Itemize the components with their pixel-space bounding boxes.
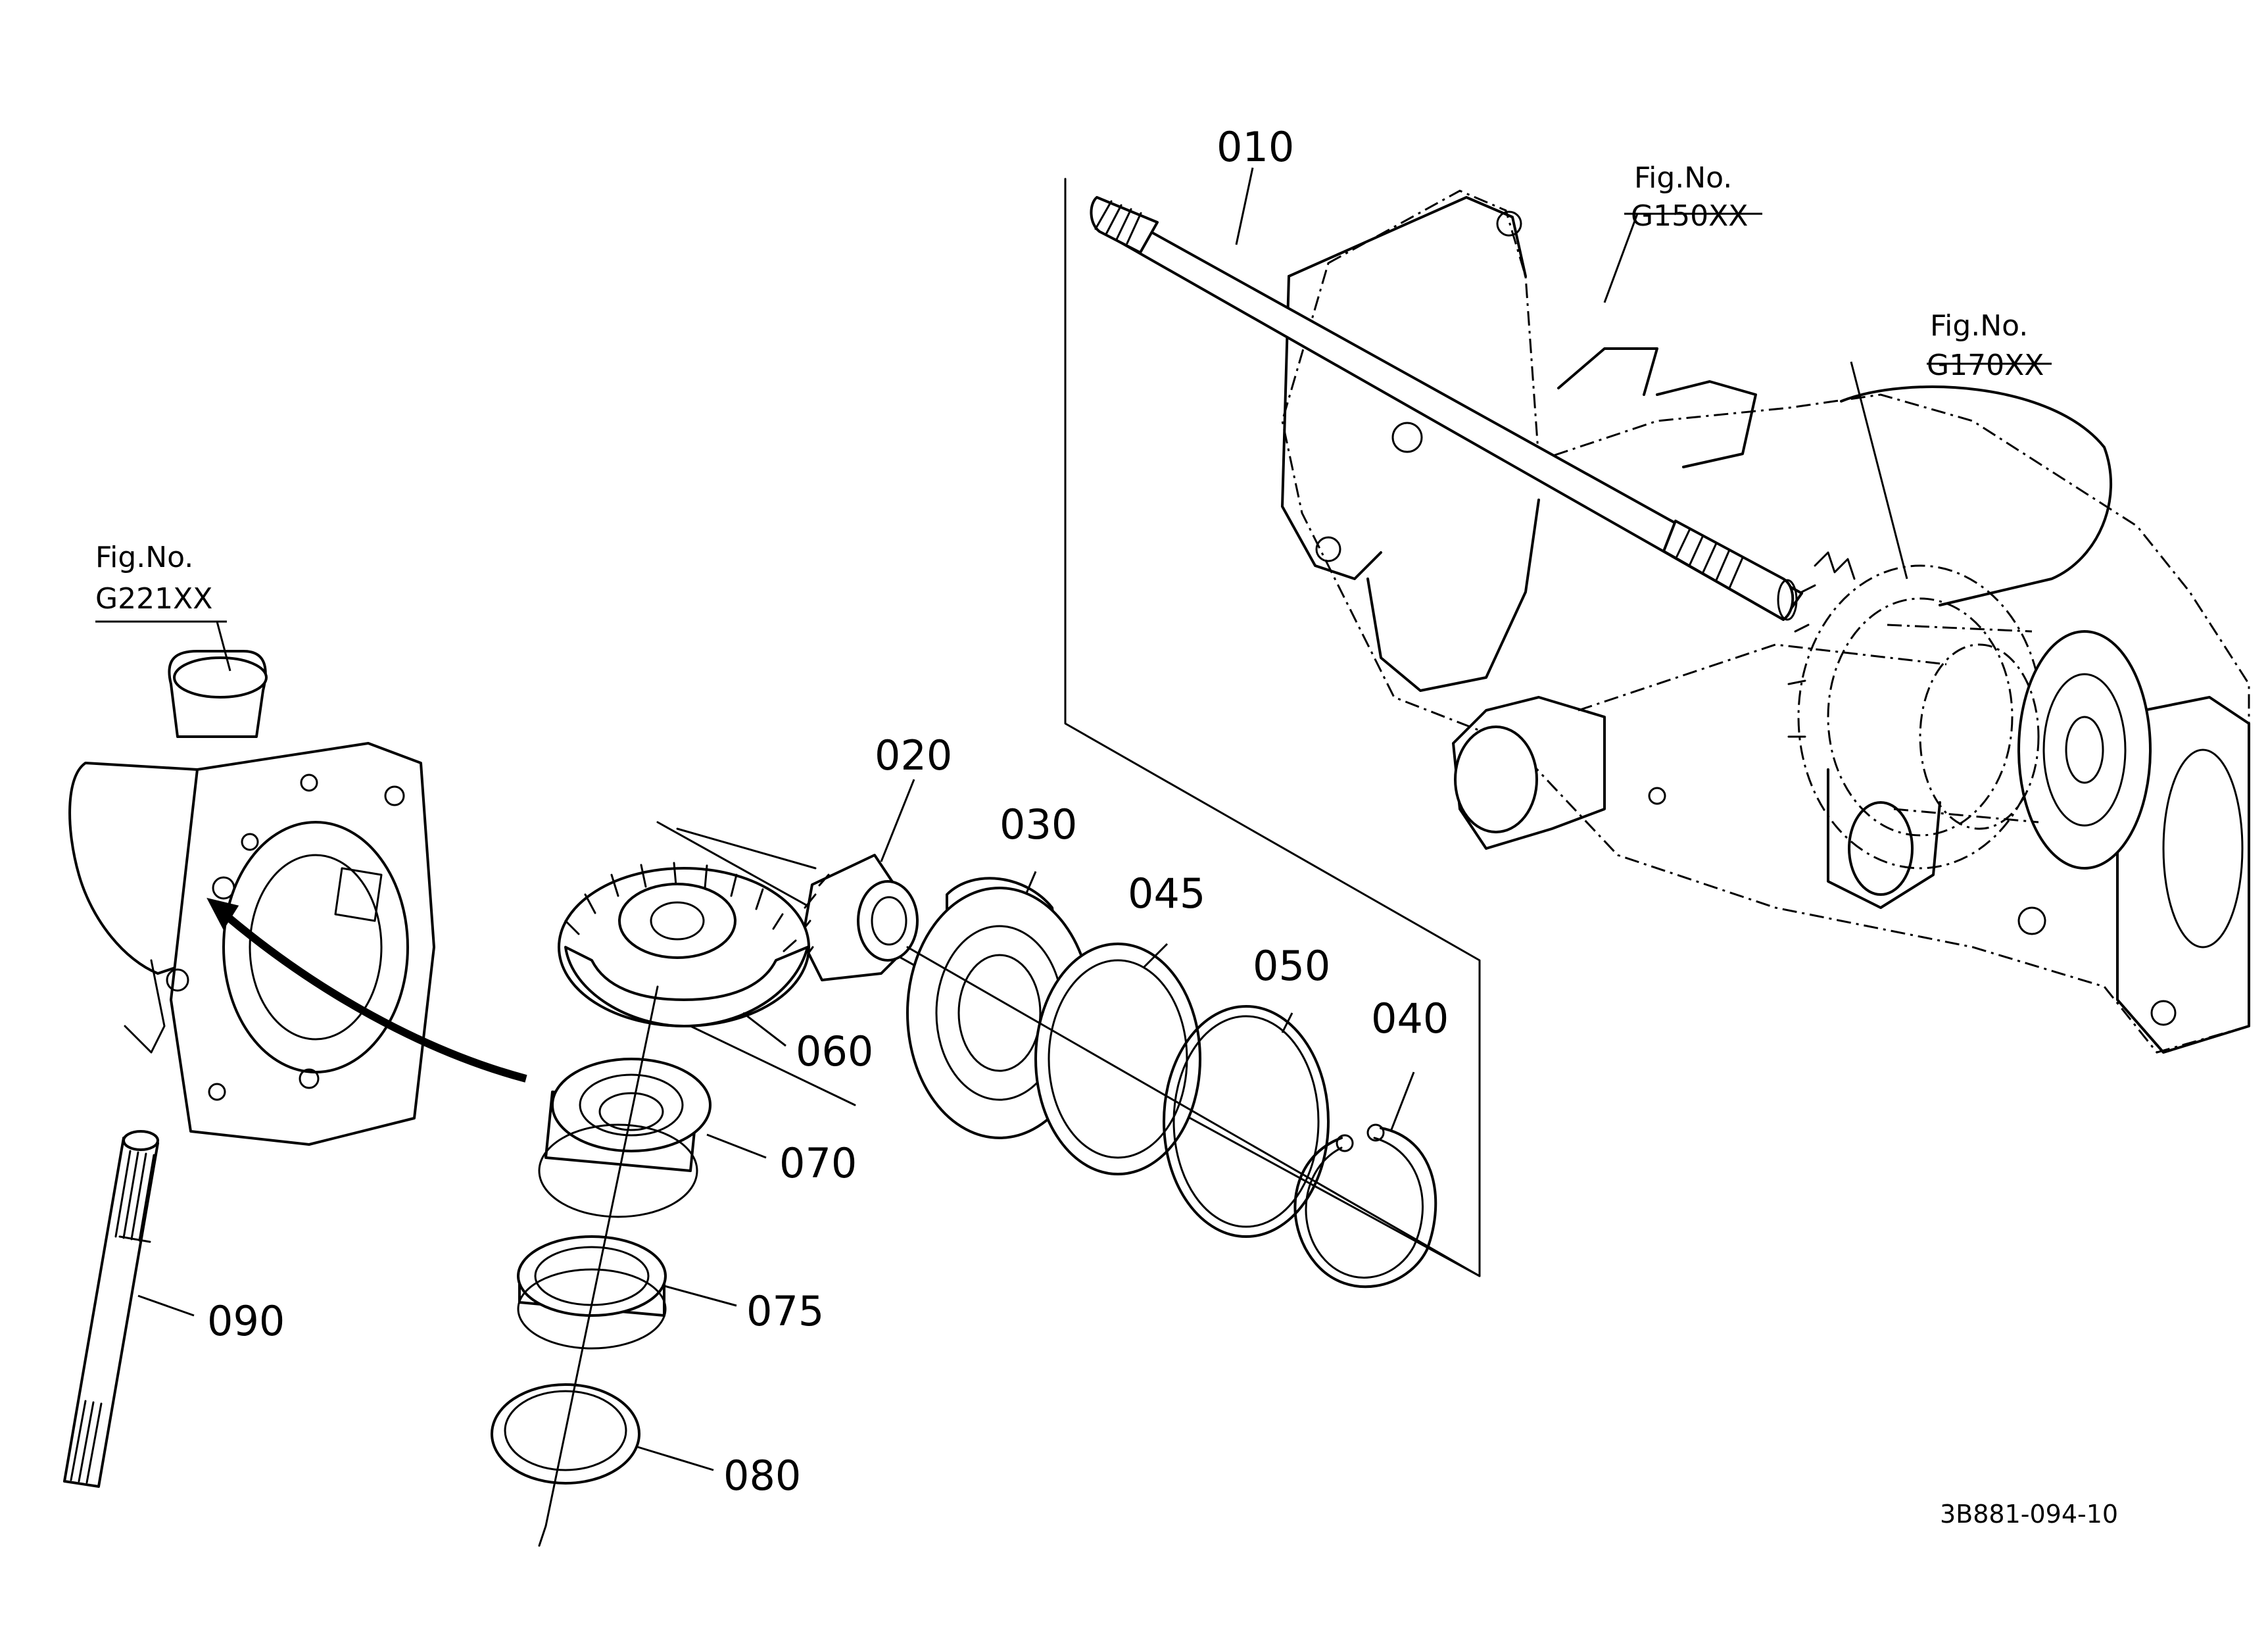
fig-ref-prefix: Fig.No. xyxy=(95,541,193,574)
transmission-housing xyxy=(1281,189,2250,1054)
callout-060: 060 xyxy=(796,1027,873,1075)
callout-050: 050 xyxy=(1253,942,1330,990)
part-010-shaft xyxy=(1090,196,1803,621)
callout-075: 075 xyxy=(746,1287,824,1335)
callout-090: 090 xyxy=(207,1297,285,1345)
assembly-axes xyxy=(206,827,1481,1547)
callout-070: 070 xyxy=(779,1139,857,1187)
differential-assembly xyxy=(1787,551,2152,870)
fig-ref-prefix: Fig.No. xyxy=(1634,161,1732,195)
fig-ref-code: G170XX xyxy=(1927,349,2044,382)
callout-labels: 010 020 030 045 050 040 060 070 075 080 … xyxy=(207,123,1449,1500)
gear-case xyxy=(68,650,435,1146)
callout-030: 030 xyxy=(1000,800,1077,848)
fig-ref-prefix: Fig.No. xyxy=(1930,309,2028,343)
callout-040: 040 xyxy=(1371,995,1449,1043)
part-045-thrust-ring xyxy=(1034,943,1201,1175)
part-070-bearing xyxy=(538,1058,712,1218)
leader-lines xyxy=(95,167,2052,1471)
callout-045: 045 xyxy=(1128,870,1205,918)
part-020-bevel-pinion xyxy=(798,854,919,981)
callout-080: 080 xyxy=(723,1452,801,1500)
part-040-snap-ring xyxy=(1293,1123,1437,1289)
part-060-bevel-gear xyxy=(558,862,810,1027)
part-075-collar xyxy=(517,1235,667,1350)
fig-ref-code: G150XX xyxy=(1631,199,1748,233)
drawing-code: 3B881-094-10 xyxy=(1940,1500,2118,1529)
fig-ref-code: G221XX xyxy=(95,582,212,616)
callout-010: 010 xyxy=(1217,123,1294,171)
figure-references: Fig.No. G150XX Fig.No. G170XX Fig.No. G2… xyxy=(95,161,2044,616)
part-050-o-ring xyxy=(1163,1005,1330,1238)
part-090-shaft xyxy=(63,1130,159,1488)
callout-020: 020 xyxy=(875,731,952,779)
